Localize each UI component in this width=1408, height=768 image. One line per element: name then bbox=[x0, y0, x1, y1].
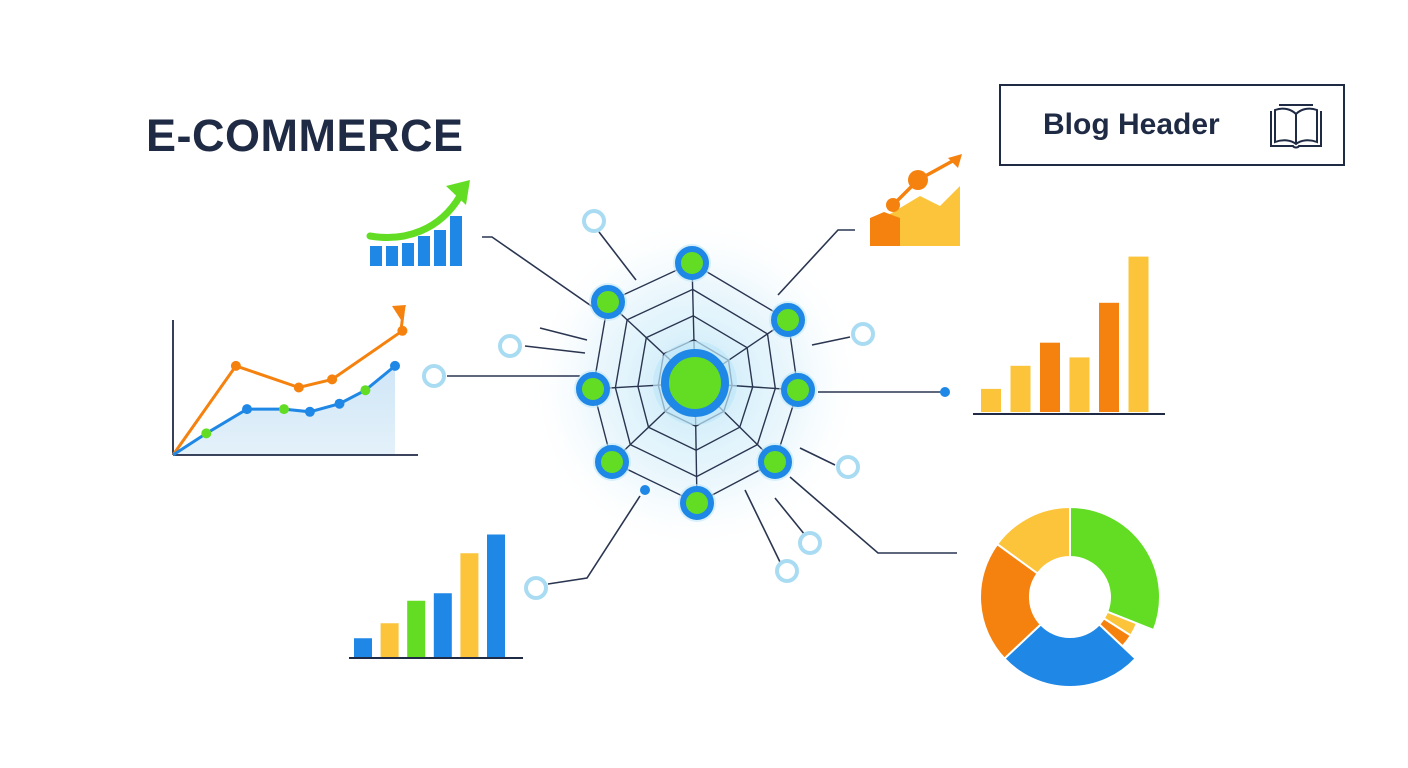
bar bbox=[981, 388, 1001, 412]
ring-node bbox=[595, 445, 629, 479]
line-point bbox=[230, 360, 241, 371]
donut-slice bbox=[979, 542, 1043, 661]
book-icon bbox=[1270, 104, 1322, 149]
trend-arrow-shaft bbox=[366, 192, 464, 241]
satellite-node bbox=[775, 559, 799, 583]
connector-line bbox=[774, 497, 806, 536]
connector-line bbox=[744, 489, 781, 563]
web-ring bbox=[637, 315, 754, 451]
line-arrow-head bbox=[392, 305, 406, 320]
connector-line bbox=[789, 476, 957, 554]
trend-bar bbox=[370, 246, 382, 266]
trend-bar-icon bbox=[366, 180, 470, 266]
bar bbox=[487, 534, 505, 657]
connector-line bbox=[777, 229, 855, 296]
trend-arrow-head bbox=[446, 180, 470, 205]
bar bbox=[354, 638, 372, 657]
line-point bbox=[279, 404, 289, 415]
page-title: E-COMMERCE bbox=[146, 110, 464, 161]
line-point bbox=[242, 404, 252, 415]
line-chart bbox=[171, 305, 418, 457]
connector-line bbox=[547, 495, 641, 585]
bar-chart-right bbox=[973, 256, 1165, 415]
satellite-node bbox=[422, 364, 446, 388]
growth-area-icon bbox=[870, 154, 962, 246]
line-point bbox=[360, 385, 371, 396]
web-ring bbox=[614, 288, 777, 478]
trend-bar bbox=[450, 216, 462, 266]
bar bbox=[1128, 256, 1149, 412]
ring-node bbox=[591, 285, 625, 319]
line-point bbox=[390, 360, 400, 371]
line-point bbox=[327, 374, 338, 385]
bar bbox=[380, 623, 399, 657]
satellite-node bbox=[498, 334, 522, 358]
growth-area-orange bbox=[870, 212, 900, 246]
ring-nodes bbox=[574, 244, 817, 522]
blog-header-label: Blog Header bbox=[1043, 108, 1220, 141]
hub-core bbox=[661, 349, 729, 417]
trend-bar bbox=[434, 230, 446, 266]
line-point bbox=[293, 382, 304, 393]
bar bbox=[1099, 302, 1119, 412]
bar bbox=[1040, 342, 1060, 412]
hub-node bbox=[653, 341, 737, 425]
endpoint-dot bbox=[940, 387, 950, 397]
bar bbox=[460, 553, 479, 657]
line-point bbox=[304, 406, 315, 417]
growth-arrow-head bbox=[948, 154, 962, 168]
growth-point bbox=[886, 198, 900, 212]
ring-node bbox=[675, 246, 709, 280]
ring-node bbox=[576, 372, 610, 406]
ring-node bbox=[781, 373, 815, 407]
satellite-nodes bbox=[422, 209, 950, 600]
bar bbox=[433, 593, 452, 657]
satellite-node bbox=[851, 322, 875, 346]
ring-node bbox=[758, 445, 792, 479]
ring-node bbox=[680, 486, 714, 520]
line-point bbox=[201, 428, 212, 439]
ring-node bbox=[771, 303, 805, 337]
connector-line bbox=[598, 231, 637, 281]
blog-header-box[interactable]: Blog Header bbox=[999, 84, 1345, 166]
trend-bar bbox=[418, 236, 430, 266]
trend-bar bbox=[386, 246, 398, 266]
endpoint-dot bbox=[640, 485, 650, 495]
bar bbox=[1069, 357, 1090, 412]
satellite-node bbox=[524, 576, 548, 600]
donut-slice bbox=[995, 505, 1071, 575]
trend-bar bbox=[402, 243, 414, 266]
bar bbox=[1010, 365, 1031, 412]
satellite-node bbox=[836, 455, 860, 479]
connector-line bbox=[811, 336, 851, 346]
connector-line bbox=[524, 345, 586, 354]
bar-chart-bottom bbox=[349, 534, 523, 659]
bar bbox=[407, 600, 426, 657]
line-point bbox=[334, 398, 345, 409]
donut-slice bbox=[1069, 505, 1161, 632]
connector-lines bbox=[447, 229, 957, 585]
satellite-node bbox=[582, 209, 606, 233]
growth-point bbox=[908, 170, 928, 190]
connector-line bbox=[799, 447, 836, 466]
donut-chart bbox=[979, 505, 1161, 688]
donut-slice bbox=[1002, 622, 1138, 688]
satellite-node bbox=[798, 531, 822, 555]
connector-line bbox=[539, 327, 588, 341]
connector-line bbox=[482, 236, 601, 313]
